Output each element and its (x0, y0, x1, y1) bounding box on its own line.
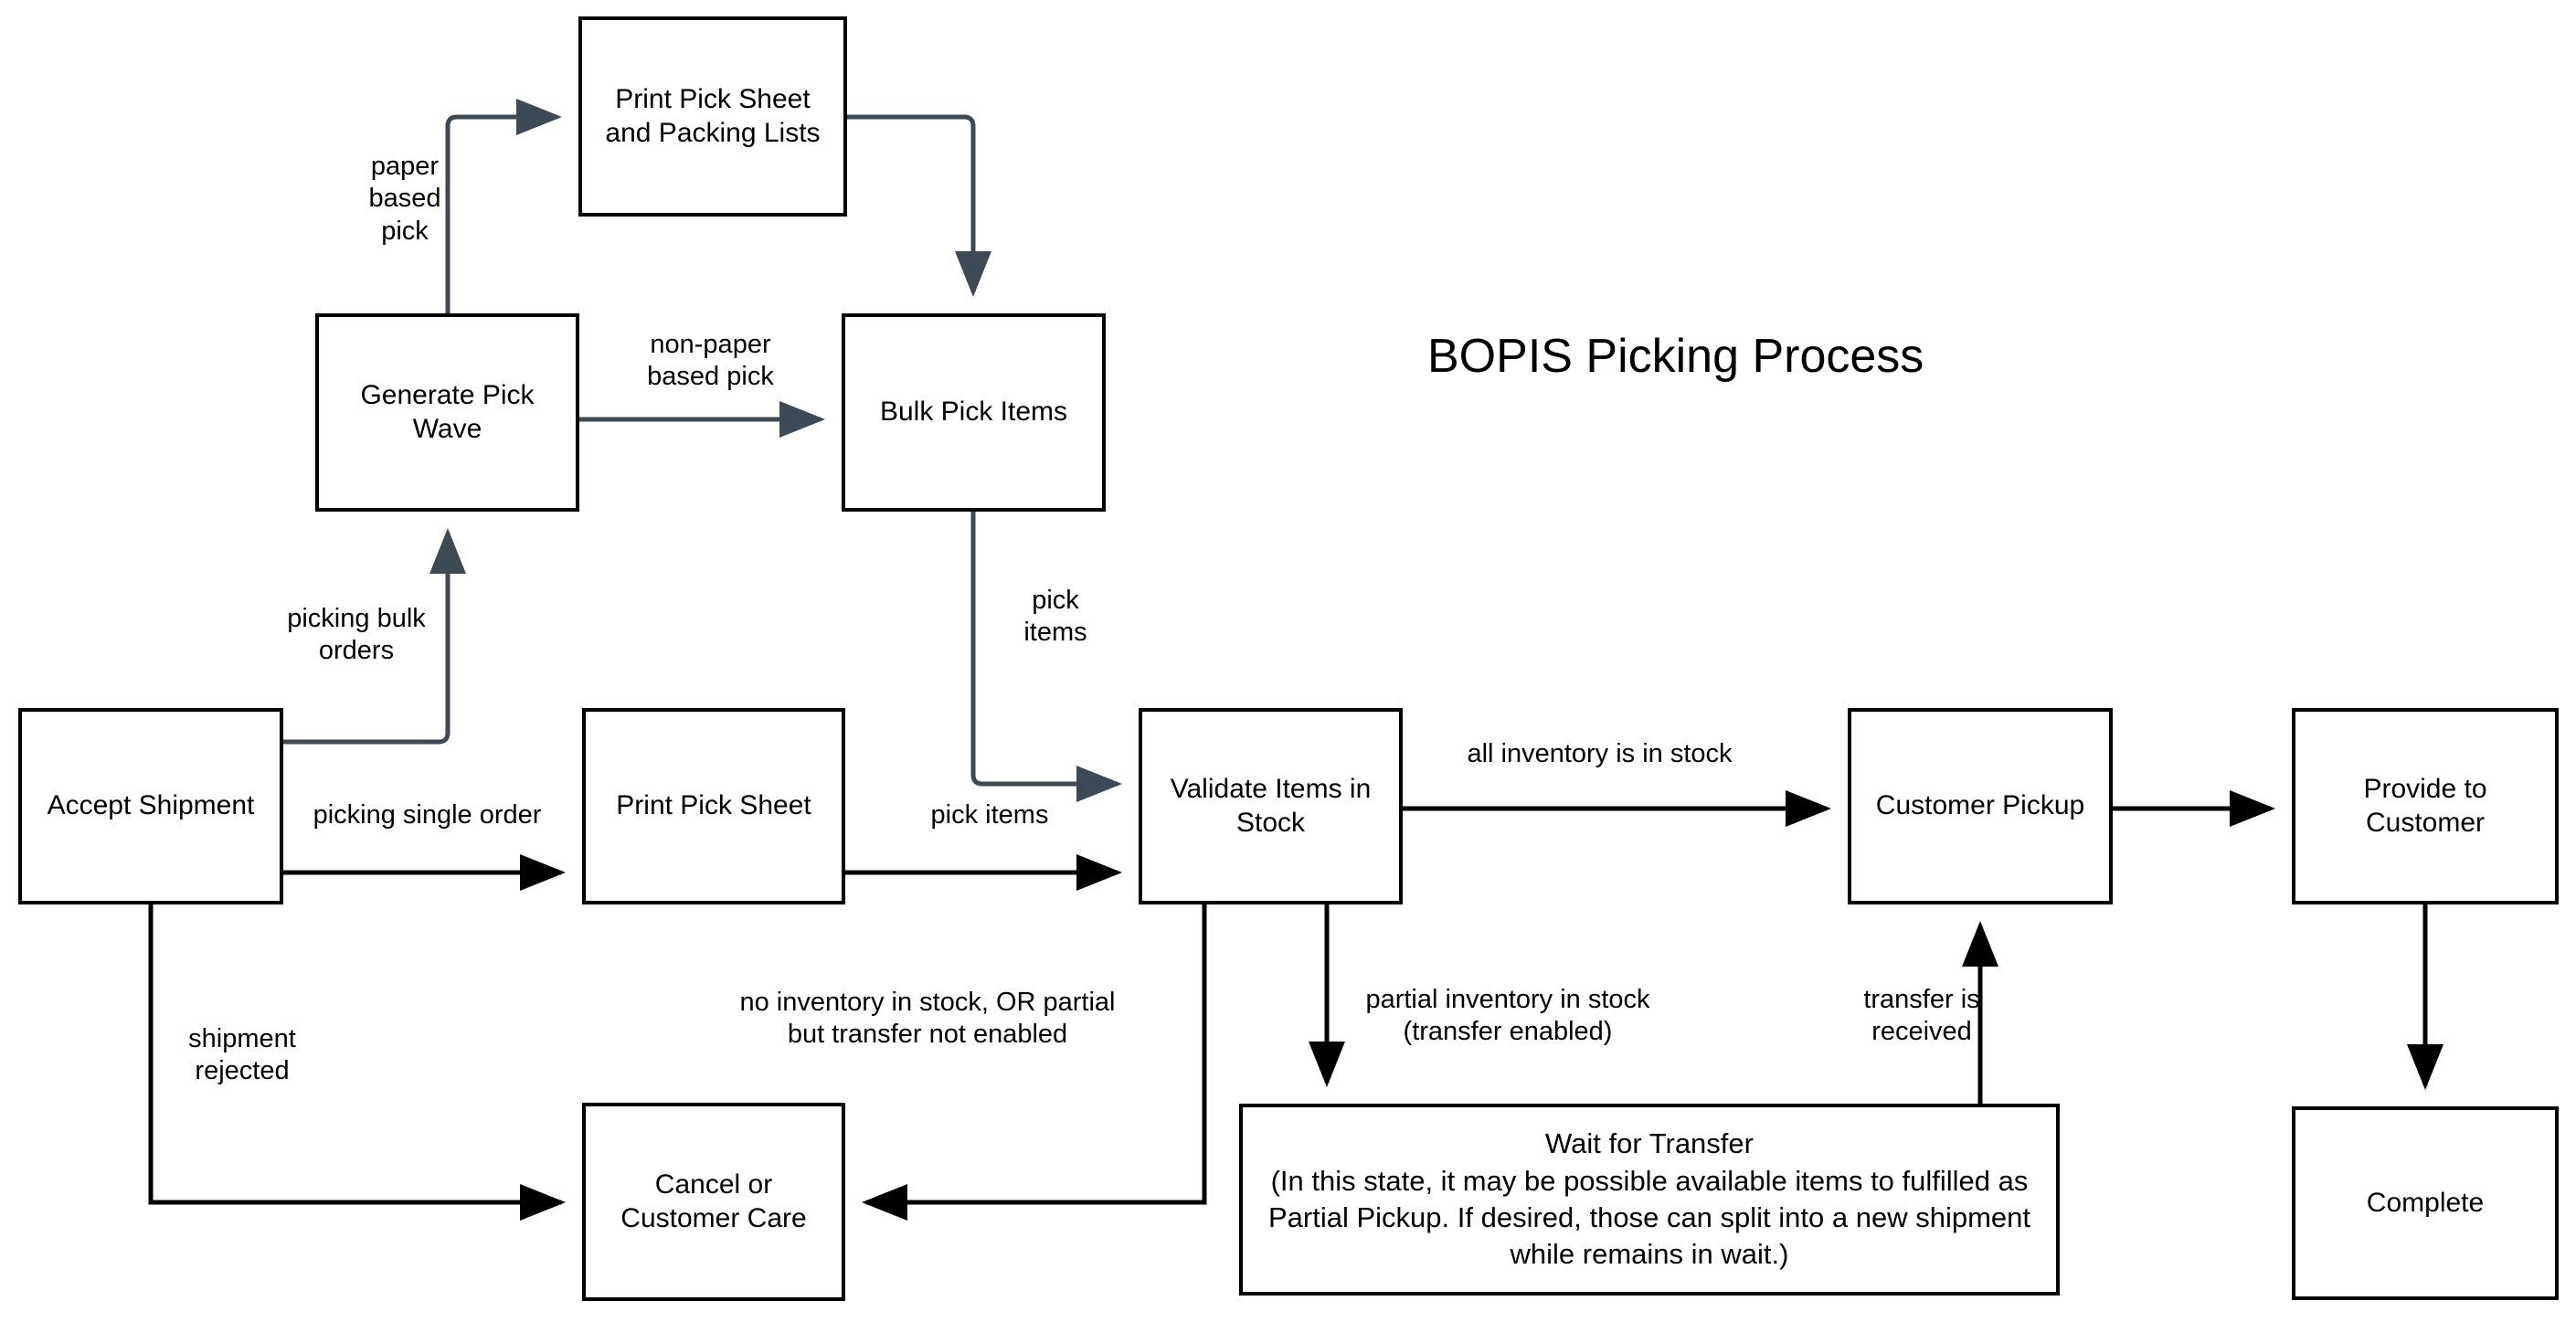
node-label: Accept Shipment (47, 790, 255, 821)
edge-label-pick-items-bulk: pick items (1023, 586, 1087, 648)
edge-label-pick-items-single: pick items (930, 800, 1049, 830)
node-print-pick-sheet-packing-lists[interactable]: Print Pick Sheet and Packing Lists (578, 16, 847, 217)
edge-label-transfer-is-received: transfer is received (1863, 985, 1980, 1047)
edge-label-all-inventory-is-in-stock: all inventory is in stock (1467, 739, 1733, 768)
node-print-pick-sheet[interactable]: Print Pick Sheet (582, 708, 845, 904)
node-wait-for-transfer[interactable]: Wait for Transfer (In this state, it may… (1239, 1104, 2060, 1296)
edge-label-partial-inventory-in-stock: partial inventory in stock (transfer ena… (1365, 985, 1650, 1047)
node-label: Provide to Customer (2363, 773, 2487, 838)
node-label: Print Pick Sheet and Packing Lists (605, 83, 821, 148)
edge-print-to-bulk (847, 114, 991, 297)
node-label: Cancel or Customer Care (620, 1169, 807, 1233)
node-customer-pickup[interactable]: Customer Pickup (1848, 708, 2113, 904)
node-validate-items-in-stock[interactable]: Validate Items in Stock (1139, 708, 1403, 904)
node-cancel-or-customer-care[interactable]: Cancel or Customer Care (582, 1103, 845, 1301)
node-label: Validate Items in Stock (1170, 773, 1372, 838)
node-label: Wait for Transfer (In this state, it may… (1268, 1127, 2030, 1271)
node-label: Print Pick Sheet (616, 790, 811, 821)
page-title: BOPIS Picking Process (1427, 330, 1924, 383)
edge-label-no-inventory-in-stock: no inventory in stock, OR partial but tr… (739, 988, 1116, 1050)
edge-no-inventory-in-stock (862, 904, 1207, 1221)
node-label: Bulk Pick Items (879, 397, 1068, 428)
edge-label-picking-bulk-orders: picking bulk orders (287, 604, 426, 666)
node-bulk-pick-items[interactable]: Bulk Pick Items (842, 313, 1106, 512)
node-provide-to-customer[interactable]: Provide to Customer (2292, 708, 2559, 904)
node-label: Complete (2366, 1187, 2485, 1218)
node-generate-pick-wave[interactable]: Generate Pick Wave (315, 313, 579, 512)
node-accept-shipment[interactable]: Accept Shipment (18, 708, 283, 904)
node-label: Customer Pickup (1875, 790, 2085, 821)
edge-label-paper-based-pick: paper based pick (368, 152, 441, 246)
edge-label-shipment-rejected: shipment rejected (188, 1024, 296, 1086)
edge-label-non-paper-based-pick: non-paper based pick (647, 330, 774, 392)
edge-label-picking-single-order: picking single order (313, 800, 542, 830)
node-label: Generate Pick Wave (360, 379, 535, 444)
node-complete[interactable]: Complete (2292, 1106, 2559, 1300)
